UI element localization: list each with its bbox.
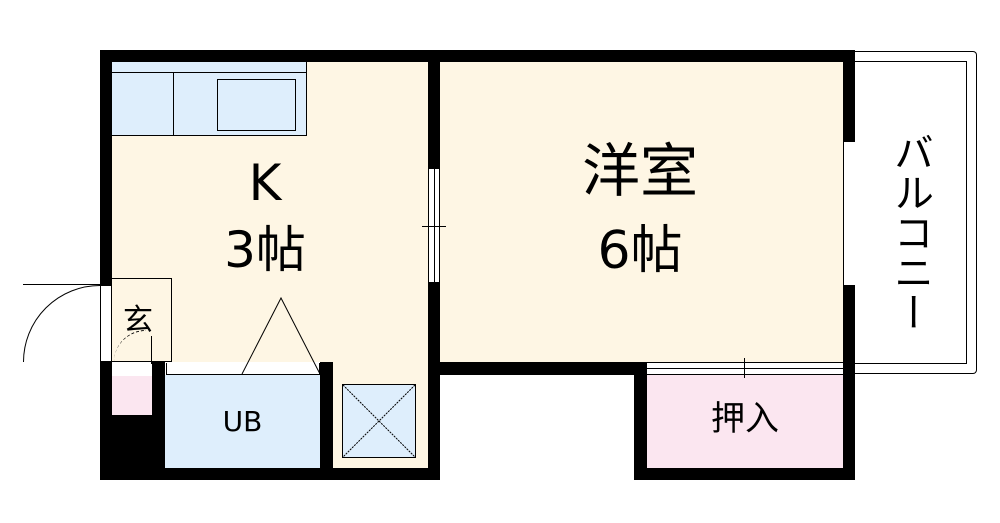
- shoe-cabinet-top: [112, 364, 152, 376]
- counter-line: [112, 72, 307, 73]
- shoe-cabinet: [112, 376, 152, 415]
- balcony-outer: [850, 51, 977, 374]
- wall-closet-left: [634, 362, 647, 480]
- wall-left-upper: [100, 50, 112, 285]
- wall-right-upper: [843, 50, 855, 142]
- western-room-floor: [440, 62, 843, 362]
- sink-icon: [217, 79, 296, 131]
- unit-bath-door-track: [166, 363, 320, 375]
- counter-divider: [173, 72, 174, 136]
- wall-ub-right: [320, 362, 333, 480]
- unit-bath: [165, 375, 320, 468]
- wall-mid-upper: [428, 50, 440, 168]
- wall-shoe-side: [152, 362, 165, 480]
- wall-mid-lower: [428, 283, 440, 480]
- kitchen-name: K: [248, 154, 282, 212]
- entrance-small-door-line: [151, 336, 152, 364]
- entrance-door-line: [23, 284, 100, 285]
- wall-top: [100, 50, 855, 62]
- balcony-window[interactable]: [843, 142, 855, 285]
- entrance-door-opening: [100, 285, 112, 362]
- sliding-door-tick: [422, 226, 446, 227]
- bath-door-swing-icon: [241, 296, 321, 375]
- wall-right-lower: [843, 285, 855, 480]
- closet: [647, 375, 843, 468]
- closet-door-tick: [744, 358, 745, 378]
- kitchen-counter: [112, 62, 307, 136]
- sliding-door-mid: [434, 168, 435, 283]
- balcony-inner: [850, 61, 967, 364]
- washer-cross-icon: [342, 384, 416, 458]
- kitchen-size: 3帖: [224, 221, 306, 279]
- balcony-label: バルコニー: [887, 132, 933, 332]
- wall-bottom-left: [100, 468, 440, 480]
- wall-bottom-right: [634, 468, 855, 480]
- closet-label: 押入: [711, 399, 779, 439]
- unit-bath-label: UB: [222, 405, 263, 438]
- wall-mid-bottom: [428, 362, 647, 375]
- closet-door-mid: [647, 368, 843, 369]
- western-room-size: 6帖: [597, 221, 683, 281]
- western-room-name: 洋室: [581, 137, 698, 205]
